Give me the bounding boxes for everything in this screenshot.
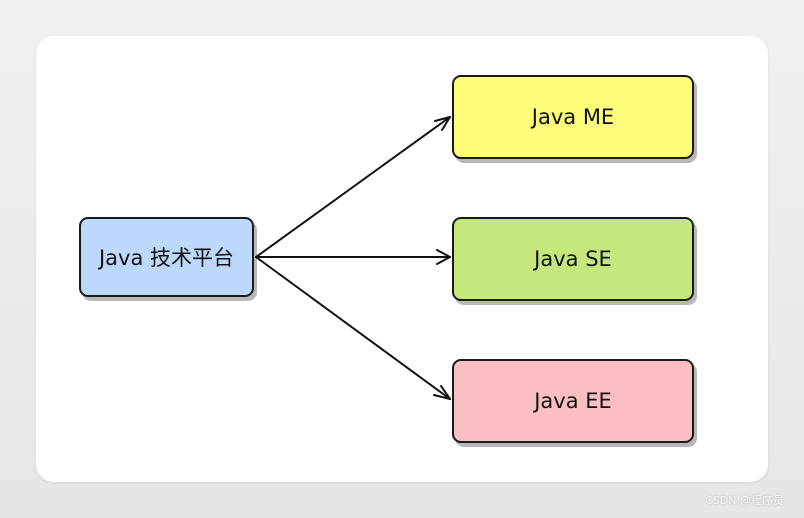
watermark: CSDN @程序员 <box>705 494 784 507</box>
node-java-me: Java ME <box>452 75 694 159</box>
node-java-me-label: Java ME <box>531 105 615 129</box>
node-java-platform: Java 技术平台 <box>79 217 254 297</box>
arrow-root-to-ee <box>255 256 451 400</box>
node-java-ee: Java EE <box>452 359 694 443</box>
arrow-root-to-me <box>255 116 451 258</box>
arrow-root-to-se <box>255 249 451 265</box>
node-java-ee-label: Java EE <box>534 389 612 413</box>
node-java-se: Java SE <box>452 217 694 301</box>
node-java-platform-label: Java 技术平台 <box>98 246 235 270</box>
node-java-se-label: Java SE <box>534 247 612 271</box>
